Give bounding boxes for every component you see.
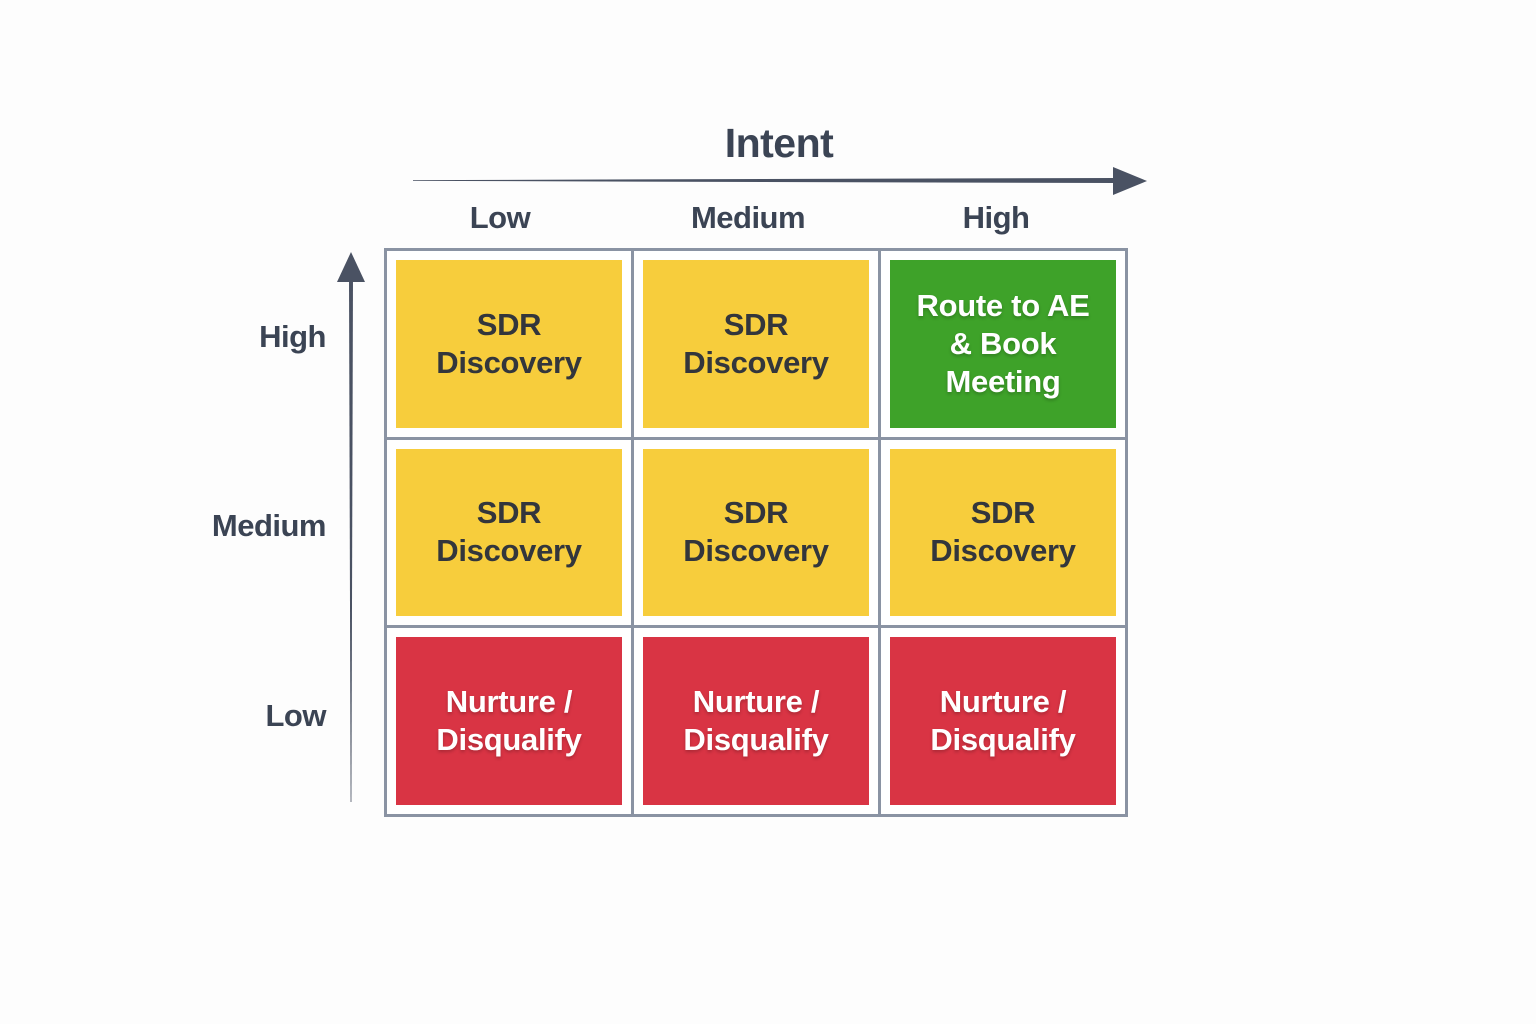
- cell-text-line: Nurture /: [692, 684, 820, 720]
- y-axis-label-low: Low: [265, 698, 327, 733]
- matrix-cell-high-high: Route to AE & Book Meeting: [881, 251, 1125, 437]
- cell-route-to-ae: Route to AE & Book Meeting: [890, 260, 1116, 428]
- cell-nurture-disqualify: Nurture / Disqualify: [643, 637, 869, 805]
- cell-text-line: SDR: [476, 495, 542, 531]
- x-axis-arrow-head-icon: [1113, 167, 1147, 195]
- cell-text-line: Meeting: [945, 363, 1061, 399]
- x-axis-label-low: Low: [469, 200, 531, 235]
- y-axis-label-high: High: [259, 319, 326, 354]
- cell-text-line: SDR: [723, 495, 789, 531]
- cell-text-line: Disqualify: [436, 722, 582, 758]
- cell-sdr-discovery: SDR Discovery: [643, 448, 869, 617]
- matrix-cell-low-high: Nurture / Disqualify: [881, 628, 1125, 814]
- x-axis-label-medium: Medium: [690, 200, 806, 235]
- y-axis-arrow-line: [349, 276, 353, 802]
- cell-nurture-disqualify: Nurture / Disqualify: [396, 637, 622, 805]
- cell-text-line: SDR: [476, 306, 542, 342]
- cell-text-line: Nurture /: [445, 684, 573, 720]
- x-axis-arrow-line: [413, 178, 1115, 183]
- y-axis-label-medium: Medium: [211, 508, 327, 543]
- x-axis-label-high: High: [962, 200, 1030, 235]
- cell-text-line: Discovery: [436, 533, 582, 569]
- matrix-cell-medium-medium: SDR Discovery: [634, 439, 878, 626]
- cell-sdr-discovery: SDR Discovery: [890, 448, 1116, 617]
- x-axis-labels: Low Medium High: [376, 200, 1120, 236]
- matrix-cell-medium-high: SDR Discovery: [881, 439, 1125, 626]
- cell-text-line: Discovery: [930, 533, 1076, 569]
- x-axis-title: Intent: [724, 120, 834, 166]
- cell-text-line: Disqualify: [683, 722, 829, 758]
- matrix-cell-medium-low: SDR Discovery: [387, 439, 631, 626]
- y-axis-arrow-head-icon: [337, 252, 365, 282]
- cell-sdr-discovery: SDR Discovery: [396, 448, 622, 617]
- matrix-cell-high-low: SDR Discovery: [387, 251, 631, 437]
- cell-nurture-disqualify: Nurture / Disqualify: [890, 637, 1116, 805]
- cell-text-line: Route to AE: [916, 287, 1090, 323]
- matrix-grid: SDR Discovery SDR Discovery Route to AE …: [384, 248, 1128, 817]
- cell-text-line: Disqualify: [930, 722, 1076, 758]
- matrix-cell-low-medium: Nurture / Disqualify: [634, 628, 878, 814]
- cell-sdr-discovery: SDR Discovery: [643, 260, 869, 428]
- cell-text-line: Discovery: [683, 533, 829, 569]
- cell-text-line: Nurture /: [939, 684, 1067, 720]
- cell-text-line: SDR: [723, 306, 789, 342]
- matrix-cell-low-low: Nurture / Disqualify: [387, 628, 631, 814]
- cell-sdr-discovery: SDR Discovery: [396, 260, 622, 428]
- cell-text-line: Discovery: [436, 344, 582, 380]
- cell-text-line: SDR: [970, 495, 1036, 531]
- matrix-cell-high-medium: SDR Discovery: [634, 251, 878, 437]
- cell-text-line: & Book: [949, 325, 1057, 361]
- cell-text-line: Discovery: [683, 344, 829, 380]
